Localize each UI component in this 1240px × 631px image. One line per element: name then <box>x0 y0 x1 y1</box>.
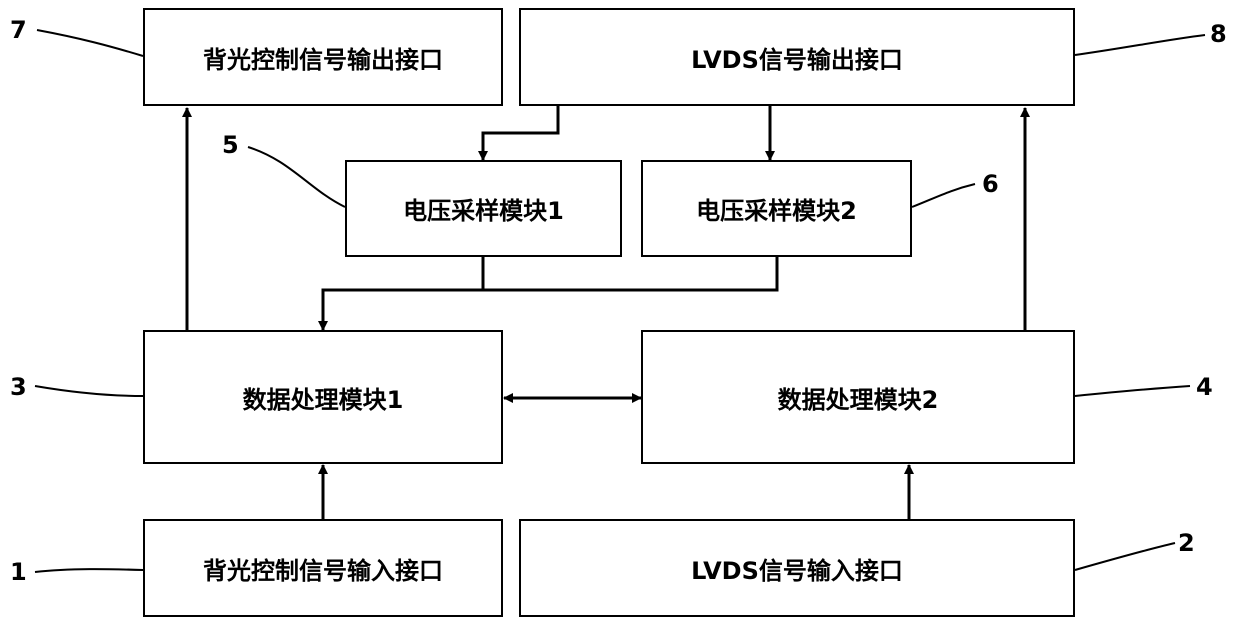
data-processing-module-1-box: 数据处理模块1 <box>143 330 503 464</box>
leader-ref-6 <box>912 184 975 207</box>
backlight-output-interface-box: 背光控制信号输出接口 <box>143 8 503 106</box>
backlight-input-interface-box: 背光控制信号输入接口 <box>143 519 503 617</box>
ref-number-5: 5 <box>222 133 239 157</box>
ref-number-1: 1 <box>10 560 27 584</box>
leader-ref-7 <box>37 30 143 56</box>
arrow-lvds-out-to-voltage1 <box>483 106 558 160</box>
arrow-voltage2-to-dp1 <box>323 257 777 330</box>
leader-ref-2 <box>1075 543 1175 570</box>
leader-ref-5 <box>248 147 345 207</box>
leader-ref-3 <box>35 386 143 396</box>
ref-number-8: 8 <box>1210 22 1227 46</box>
voltage-sampling-module-1-box: 电压采样模块1 <box>345 160 622 257</box>
ref-number-6: 6 <box>982 172 999 196</box>
ref-number-2: 2 <box>1178 531 1195 555</box>
ref-number-4: 4 <box>1196 375 1213 399</box>
lvds-output-interface-box: LVDS信号输出接口 <box>519 8 1075 106</box>
leader-ref-4 <box>1075 386 1190 396</box>
leader-ref-8 <box>1075 35 1205 55</box>
data-processing-module-2-box: 数据处理模块2 <box>641 330 1075 464</box>
leader-ref-1 <box>35 569 143 572</box>
voltage-sampling-module-2-box: 电压采样模块2 <box>641 160 912 257</box>
lvds-input-interface-box: LVDS信号输入接口 <box>519 519 1075 617</box>
ref-number-7: 7 <box>10 18 27 42</box>
ref-number-3: 3 <box>10 375 27 399</box>
